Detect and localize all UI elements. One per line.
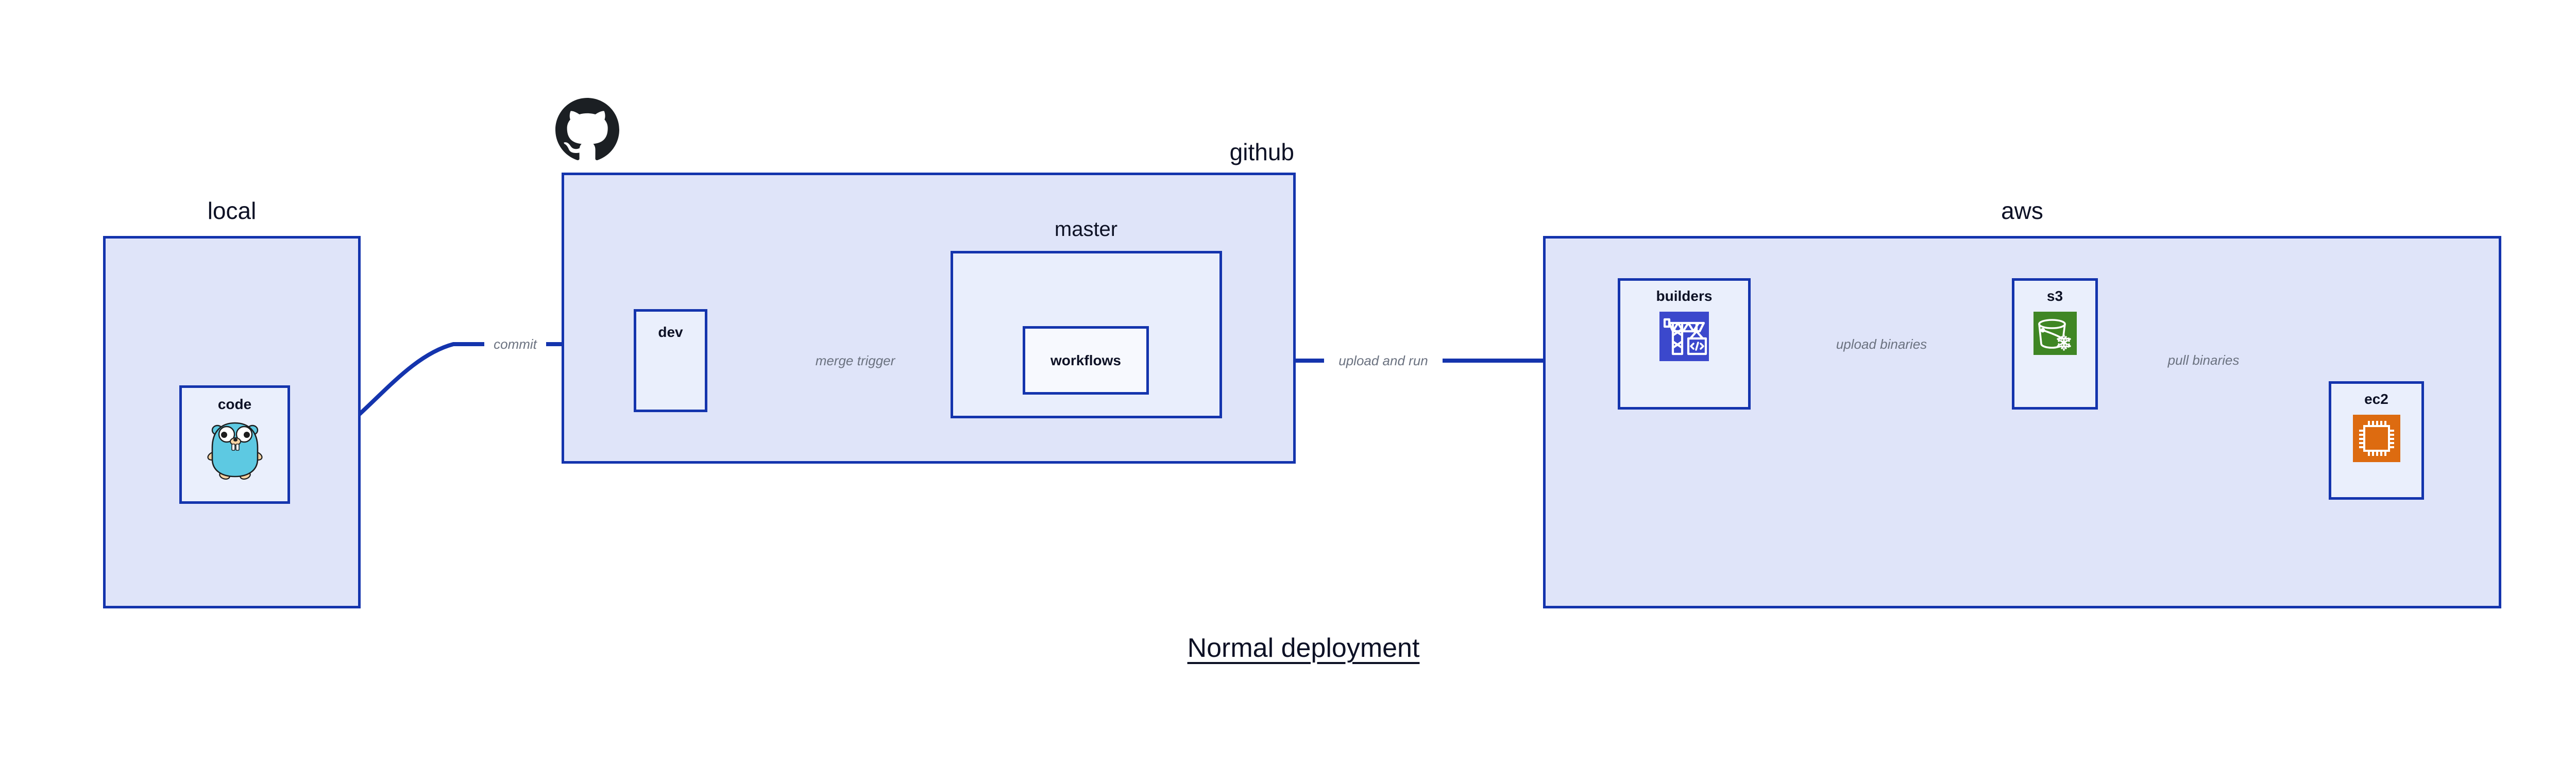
node-s3[interactable]: s3 [2012, 278, 2098, 410]
edge-label-merge-trigger: merge trigger [812, 354, 899, 367]
node-builders[interactable]: builders [1618, 278, 1751, 410]
edge-label-commit: commit [490, 337, 540, 351]
node-workflows-label: workflows [1050, 352, 1121, 368]
edge-label-pull-binaries: pull binaries [2164, 353, 2243, 367]
zone-label-local: local [207, 197, 257, 224]
github-octocat-icon [555, 98, 619, 162]
node-code-label: code [217, 396, 252, 412]
zone-label-aws: aws [2001, 197, 2043, 224]
crane-code-icon [1659, 312, 1709, 364]
node-code[interactable]: code [179, 385, 290, 504]
node-builders-label: builders [1656, 288, 1713, 304]
s3-bucket-icon [2033, 312, 2077, 358]
edge-label-upload-binaries: upload binaries [1833, 337, 1930, 351]
node-ec2[interactable]: ec2 [2329, 381, 2424, 500]
cpu-chip-icon [2352, 415, 2400, 465]
subzone-label-master: master [1054, 218, 1118, 241]
node-dev-label: dev [658, 324, 683, 340]
edge-label-upload-and-run: upload and run [1335, 354, 1431, 367]
zone-label-github: github [1229, 139, 1294, 165]
diagram-caption: Normal deployment [1187, 633, 1420, 663]
node-dev[interactable]: dev [634, 309, 707, 412]
go-gopher-icon [207, 419, 263, 482]
node-ec2-label: ec2 [2364, 391, 2388, 407]
node-workflows[interactable]: workflows [1023, 326, 1149, 395]
node-s3-label: s3 [2046, 288, 2063, 304]
